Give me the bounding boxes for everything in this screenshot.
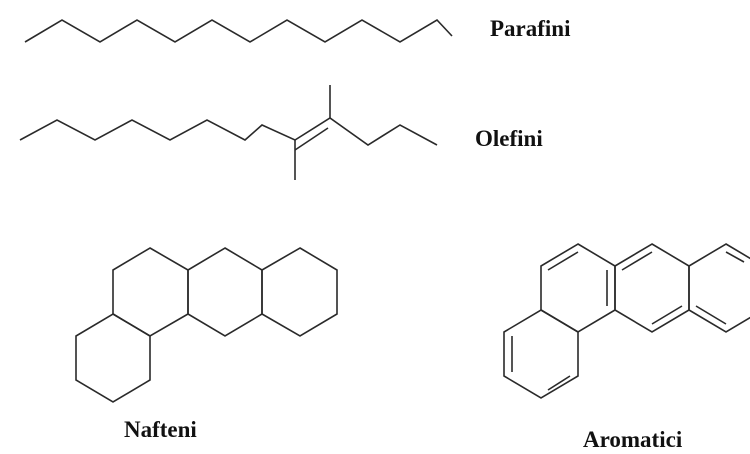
naphthene-ring-1 bbox=[112, 247, 189, 337]
aromatic-ring-3 bbox=[688, 243, 750, 333]
label-paraffins: Parafini bbox=[490, 16, 571, 41]
aromatic-double-bond bbox=[651, 305, 683, 325]
label-aromatics: Aromatici bbox=[583, 427, 683, 452]
naphthene-structure bbox=[75, 247, 338, 403]
olefin-chain bbox=[19, 117, 438, 146]
paraffin-chain bbox=[24, 18, 453, 43]
naphthene-ring-4 bbox=[75, 313, 151, 403]
aromatic-double-bond bbox=[621, 251, 653, 271]
olefin-double-bond bbox=[294, 127, 329, 151]
aromatic-double-bond bbox=[547, 251, 579, 271]
aromatic-double-bond bbox=[725, 251, 745, 263]
olefin-structure bbox=[19, 85, 438, 180]
aromatic-ring-2 bbox=[614, 243, 690, 333]
aromatic-ring-4 bbox=[503, 309, 579, 399]
aromatic-structure bbox=[503, 243, 750, 399]
label-olefins: Olefini bbox=[475, 126, 543, 151]
aromatic-double-bond bbox=[547, 375, 571, 391]
naphthene-ring-2 bbox=[187, 247, 263, 337]
aromatic-ring-1 bbox=[540, 243, 616, 333]
aromatic-double-bond bbox=[695, 305, 727, 325]
label-naphthenes: Nafteni bbox=[124, 417, 197, 442]
naphthene-ring-3 bbox=[261, 247, 338, 337]
